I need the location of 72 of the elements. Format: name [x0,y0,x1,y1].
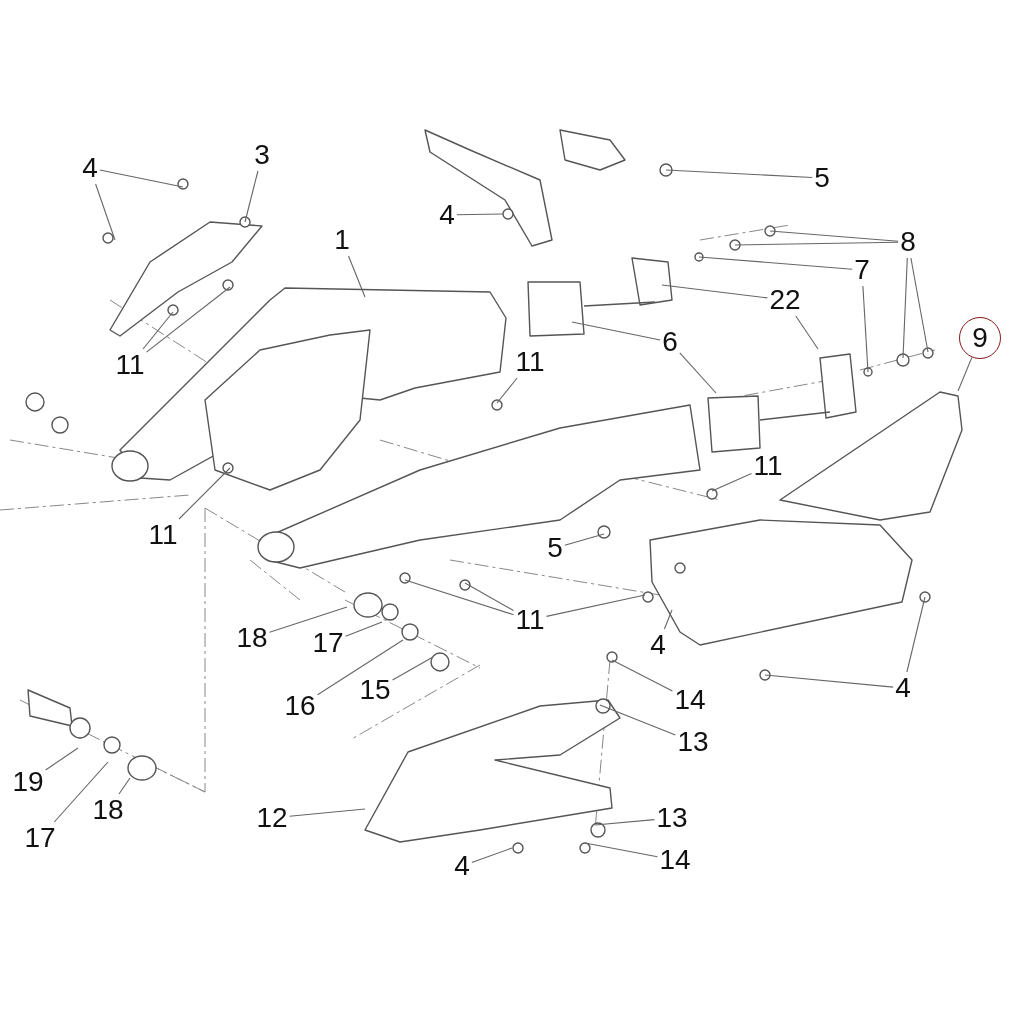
callout-number: 11 [752,451,784,481]
leader-line [471,847,513,864]
callout-number: 8 [899,227,917,257]
leader-line [392,656,434,681]
callout-number: 4 [894,673,912,703]
leader-line [545,594,646,617]
leader-line [711,472,753,492]
leader-line [496,377,518,404]
callout-number: 5 [813,163,831,193]
callout-number: 17 [23,823,57,853]
leader-line [902,257,908,359]
leader-line [345,621,383,637]
leader-line [269,606,348,633]
callout-number: 19 [11,767,45,797]
leader-line [611,659,673,692]
callout-number: 6 [661,327,679,357]
callout-number: 17 [311,628,345,658]
leader-line [795,315,819,350]
leader-line [347,255,366,298]
callout-number: 11 [114,350,146,380]
callout-number: 14 [673,685,707,715]
leader-line [53,761,109,823]
leader-line [142,311,174,350]
callout-number: 13 [676,727,710,757]
leader-line [910,257,929,353]
leader-line [45,747,79,771]
callout-number: 7 [853,255,871,285]
leader-line [145,286,231,353]
callout-number: 14 [658,845,692,875]
callout-number: 4 [438,200,456,230]
leader-line [862,285,869,373]
callout-number: 4 [81,153,99,183]
callout-number: 11 [514,347,546,377]
leader-line [665,169,813,179]
callout-number: 5 [546,533,564,563]
leader-line [289,808,366,817]
leader-line [594,819,655,826]
callout-number: 16 [283,691,317,721]
leader-line [906,596,926,673]
callout-number: 13 [655,803,689,833]
leader-line [244,170,259,223]
callout-number: 22 [768,285,802,315]
leader-line [599,704,676,736]
callout-number: 18 [235,623,269,653]
callout-number: 4 [453,851,471,881]
leader-line [764,674,894,688]
callout-number: 18 [91,795,125,825]
callout-number: 1 [333,225,351,255]
callout-number: 4 [649,630,667,660]
leader-line [456,213,504,216]
leader-line [957,356,973,392]
leader-line [564,533,605,546]
leader-line [118,777,131,795]
callout-number: 15 [358,675,392,705]
leader-line [661,284,768,299]
leader-line [178,467,231,520]
leader-line [769,230,899,242]
callout-number: 11 [514,605,546,635]
leader-line [698,256,853,270]
callout-number: 11 [147,520,179,550]
leader-line [99,169,184,188]
leader-line [734,241,899,246]
leader-line [571,321,661,341]
callout-number: 12 [255,803,289,833]
leader-line [584,842,658,858]
leader-line [317,639,404,696]
leader-line [663,609,673,630]
leader-line [464,582,515,612]
leader-line [404,579,515,616]
callout-number: 3 [253,140,271,170]
leader-line [95,183,116,241]
leader-line [679,352,717,394]
